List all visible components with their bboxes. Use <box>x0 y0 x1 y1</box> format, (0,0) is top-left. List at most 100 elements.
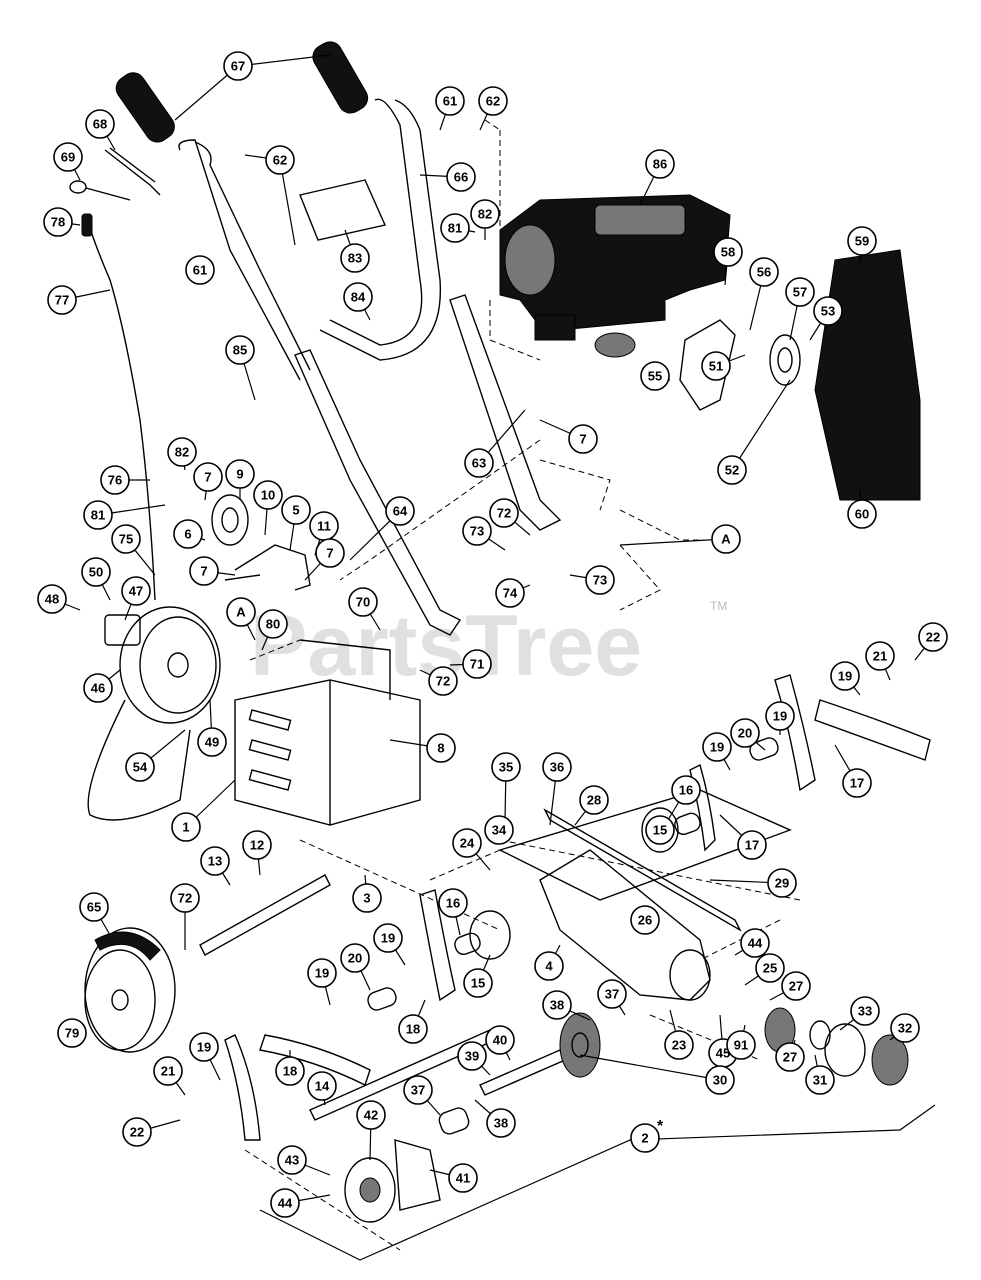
callout-47: 47 <box>121 576 151 606</box>
callout-44: 44 <box>740 928 770 958</box>
callout-80: 80 <box>258 609 288 639</box>
callout-label: 15 <box>471 976 485 991</box>
callout-label: 19 <box>197 1040 211 1055</box>
callout-circle <box>223 51 253 81</box>
callout-label: 25 <box>763 961 777 976</box>
callout-7: 7 <box>189 556 219 586</box>
callout-57: 57 <box>785 277 815 307</box>
callout-34: 34 <box>484 815 514 845</box>
callout-27: 27 <box>781 971 811 1001</box>
handle-bar <box>178 98 442 381</box>
callout-label: 7 <box>326 546 333 561</box>
callout-label: 73 <box>593 573 607 588</box>
callout-label: 5 <box>292 503 299 518</box>
callout-16: 16 <box>671 775 701 805</box>
callout-label: 35 <box>499 760 513 775</box>
callout-label: 49 <box>205 735 219 750</box>
callout-circle <box>121 576 151 606</box>
callout-label: 30 <box>713 1073 727 1088</box>
callout-label: 21 <box>161 1064 175 1079</box>
callout-18: 18 <box>398 1014 428 1044</box>
callout-circle <box>242 830 272 860</box>
callout-15: 15 <box>463 968 493 998</box>
callout-circle <box>428 666 458 696</box>
callout-label: 69 <box>61 150 75 165</box>
callout-72: 72 <box>428 666 458 696</box>
callout-label: 57 <box>793 285 807 300</box>
callout-35: 35 <box>491 752 521 782</box>
callout-label: 56 <box>757 265 771 280</box>
callout-circle <box>193 462 223 492</box>
callout-circle <box>356 1100 386 1130</box>
callout-circle <box>491 752 521 782</box>
callout-label: A <box>236 605 246 620</box>
callout-circle <box>47 285 77 315</box>
support-bars <box>294 294 562 636</box>
callout-28: 28 <box>579 785 609 815</box>
callout-label: 37 <box>605 987 619 1002</box>
callout-61: 61 <box>435 86 465 116</box>
callout-circle <box>568 424 598 454</box>
callout-73: 73 <box>585 565 615 595</box>
callout-68: 68 <box>85 109 115 139</box>
callout-75: 75 <box>111 524 141 554</box>
callout-label: 8 <box>437 741 444 756</box>
callout-circle <box>457 1041 487 1071</box>
callout-36: 36 <box>542 752 572 782</box>
callout-circle <box>645 149 675 179</box>
callout-circle <box>711 524 741 554</box>
drive-belt <box>87 699 191 821</box>
callout-label: 29 <box>775 876 789 891</box>
callout-78: 78 <box>43 207 73 237</box>
callout-65: 65 <box>79 892 109 922</box>
callout-circle <box>452 828 482 858</box>
callout-circle <box>307 1071 337 1101</box>
callout-circle <box>440 213 470 243</box>
callout-label: 76 <box>108 473 122 488</box>
callout-label: 61 <box>443 94 457 109</box>
callout-label: 34 <box>492 823 507 838</box>
callout-label: 82 <box>175 445 189 460</box>
callout-circle <box>403 1075 433 1105</box>
callout-label: 81 <box>91 508 105 523</box>
callout-label: 7 <box>200 564 207 579</box>
callout-circle <box>426 733 456 763</box>
callout-55: 55 <box>640 361 670 391</box>
callout-circle <box>542 752 572 782</box>
idler-assembly <box>211 494 311 591</box>
callout-circle <box>340 243 370 273</box>
callout-label: 38 <box>550 998 564 1013</box>
callout-27: 27 <box>775 1042 805 1072</box>
callout-19: 19 <box>189 1032 219 1062</box>
callout-circle <box>100 465 130 495</box>
phantom-lines <box>244 119 801 1251</box>
callout-circle <box>173 519 203 549</box>
callout-label: 39 <box>465 1049 479 1064</box>
callout-label: 38 <box>494 1116 508 1131</box>
callout-43: 43 <box>277 1145 307 1175</box>
callout-label: 6 <box>184 527 191 542</box>
assembly-bracket-line <box>259 1104 936 1261</box>
callout-circle <box>438 888 468 918</box>
callout-label: 68 <box>93 117 107 132</box>
callout-label: 91 <box>734 1038 748 1053</box>
callout-circle <box>630 1123 660 1153</box>
callout-15: 15 <box>645 815 675 845</box>
callout-83: 83 <box>340 243 370 273</box>
transmission <box>498 789 792 1001</box>
callout-label: 70 <box>356 595 370 610</box>
callout-42: 42 <box>356 1100 386 1130</box>
callout-label: 72 <box>497 506 511 521</box>
callout-circle <box>484 815 514 845</box>
callout-circle <box>579 785 609 815</box>
callout-label: 71 <box>470 657 484 672</box>
callout-label: 64 <box>393 504 408 519</box>
callout-A: A <box>711 524 741 554</box>
pinion-shaft <box>479 1049 566 1096</box>
callout-8: 8 <box>426 733 456 763</box>
callout-label: 83 <box>348 251 362 266</box>
callout-label: 19 <box>838 669 852 684</box>
callout-82: 82 <box>167 437 197 467</box>
callout-39: 39 <box>457 1041 487 1071</box>
